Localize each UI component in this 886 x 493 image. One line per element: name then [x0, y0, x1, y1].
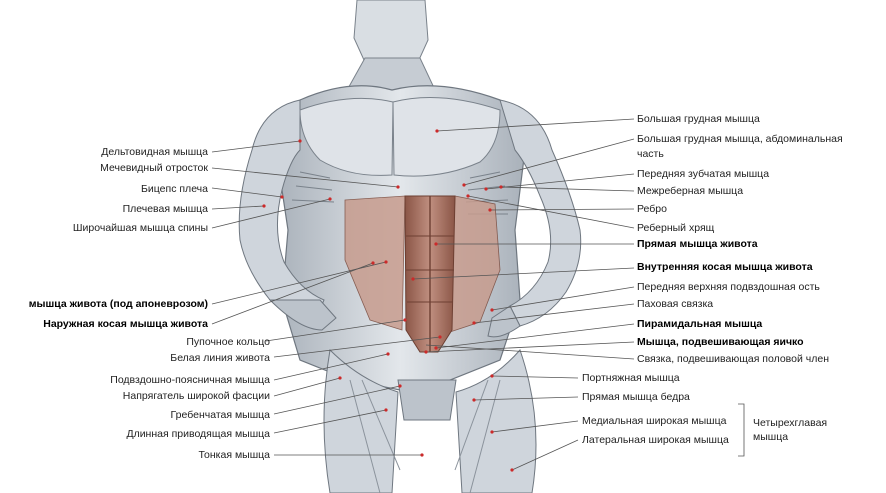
label-vastus-lateralis: Латеральная широкая мышца — [582, 434, 729, 446]
label-adductor-longus: Длинная приводящая мышца — [126, 428, 270, 440]
label-sartorius: Портняжная мышца — [582, 372, 680, 384]
label-linea-alba: Белая линия живота — [170, 352, 270, 364]
label-inguinal-ligament: Паховая связка — [637, 298, 714, 310]
label-intercostal: Межреберная мышца — [637, 185, 744, 197]
label-pyramidalis: Пирамидальная мышца — [637, 318, 763, 330]
label-umbilical-ring: Пупочное кольцо — [186, 336, 270, 348]
label-rib: Ребро — [637, 203, 667, 215]
label-pectineus: Гребенчатая мышца — [170, 409, 270, 421]
label-vastus-medialis: Медиальная широкая мышца — [582, 415, 727, 427]
label-biceps: Бицепс плеча — [141, 183, 208, 195]
label-internal-oblique: Внутренняя косая мышца живота — [637, 261, 813, 273]
label-pectoralis-abdominal-2: часть — [637, 148, 664, 160]
label-iliopsoas: Подвздошно-поясничная мышца — [110, 374, 270, 386]
label-pectoralis-major: Большая грудная мышца — [637, 113, 760, 125]
leader-lines-left — [211, 140, 441, 456]
label-costal-cartilage: Реберный хрящ — [637, 222, 715, 234]
label-external-oblique: Наружная косая мышца живота — [43, 318, 208, 330]
label-rectus-abdominis: Прямая мышца живота — [637, 238, 758, 250]
label-serratus-anterior: Передняя зубчатая мышца — [637, 168, 770, 180]
label-suspensory-ligament: Связка, подвешивающая половой член — [637, 353, 830, 365]
label-asis: Передняя верхняя подвздошная ость — [637, 281, 820, 293]
label-brachialis: Плечевая мышца — [122, 203, 208, 215]
label-quadriceps-line1: Четырехглавая — [753, 417, 828, 429]
body-figure — [238, 0, 582, 493]
anchor-dots — [262, 129, 514, 472]
label-gracilis: Тонкая мышца — [198, 449, 270, 461]
label-rectus-femoris: Прямая мышца бедра — [582, 391, 690, 403]
leader-lines-right — [412, 118, 745, 471]
label-tensor-fasciae: Напрягатель широкой фасции — [122, 390, 270, 402]
label-quadriceps-line2: мышца — [753, 431, 789, 443]
label-aponeurosis: мышца живота (под апоневрозом) — [28, 298, 208, 310]
label-cremaster: Мышца, подвешивающая яичко — [637, 336, 804, 348]
label-pectoralis-abdominal: Большая грудная мышца, абдоминальная — [637, 133, 843, 145]
label-xiphoid: Мечевидный отросток — [100, 162, 208, 174]
label-deltoid: Дельтовидная мышца — [101, 146, 208, 158]
label-latissimus: Широчайшая мышца спины — [72, 222, 208, 234]
